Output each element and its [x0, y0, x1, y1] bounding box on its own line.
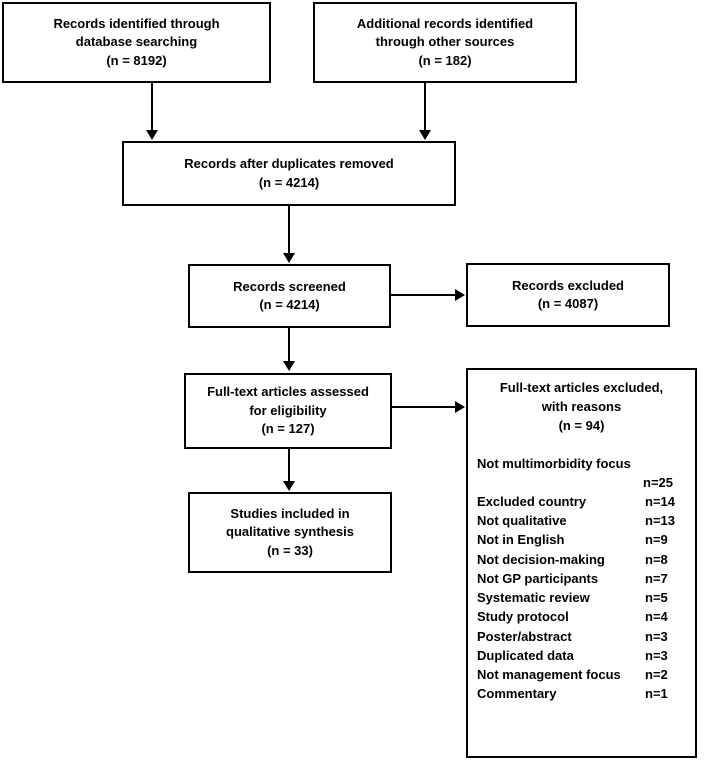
connector-fulltext-to-included [288, 449, 290, 482]
node-additional-records-other-sources: Additional records identified through ot… [313, 2, 577, 83]
node-line: through other sources [375, 34, 515, 50]
arrowhead-fulltext-to-included [283, 481, 295, 491]
exclusion-reason-count: n=1 [645, 686, 668, 702]
node-studies-included-qualitative-synthesis: Studies included in qualitative synthesi… [188, 492, 392, 573]
node-line: Records after duplicates removed [184, 156, 394, 172]
connector-db-to-duplicates [151, 83, 153, 131]
arrowhead-db-to-duplicates [146, 130, 158, 140]
exclusion-reason-count: n=3 [645, 628, 668, 644]
arrowhead-screened-to-fulltext [283, 361, 295, 371]
arrowhead-screened-to-excluded [455, 289, 465, 301]
node-line: with reasons [541, 398, 622, 414]
exclusion-reason-label: Not multimorbidity focus [477, 455, 631, 471]
exclusion-reason-label: Not GP participants [477, 570, 599, 586]
exclusion-reason-label: Not qualitative [477, 513, 567, 529]
exclusion-reason-count: n=8 [645, 551, 668, 567]
node-count: (n = 33) [267, 542, 313, 558]
node-line: database searching [75, 34, 198, 50]
node-fulltext-articles-excluded-with-reasons: Full-text articles excluded, with reason… [466, 368, 697, 758]
exclusion-reason-count: n=2 [645, 667, 668, 683]
connector-screened-to-excluded [391, 294, 456, 296]
exclusion-reason-count: n=14 [645, 494, 675, 509]
node-line: Studies included in [230, 505, 350, 521]
node-line: Records identified through [53, 15, 220, 31]
exclusion-reason-row: Commentary n=1 [477, 684, 689, 703]
exclusion-reason-row: Not multimorbidity focus n=25 [477, 454, 689, 492]
exclusion-reason-label: Not management focus [477, 667, 621, 683]
exclusion-reason-row: Not decision-making n=8 [477, 550, 689, 569]
exclusion-reason-label: Duplicated data [477, 647, 574, 663]
exclusion-reason-row: Duplicated data n=3 [477, 646, 689, 665]
arrowhead-fulltext-to-reasons [455, 401, 465, 413]
node-count: (n = 4214) [259, 297, 320, 312]
node-line: qualitative synthesis [226, 524, 354, 540]
exclusion-reason-count: n=5 [645, 590, 668, 606]
exclusion-reason-row: Study protocol n=4 [477, 607, 689, 626]
exclusion-reason-count: n=25 [643, 474, 673, 490]
exclusion-reason-label: Study protocol [477, 609, 569, 625]
exclusion-reason-count: n=4 [645, 609, 668, 625]
node-count: (n = 4214) [258, 174, 320, 190]
node-line: Additional records identified [356, 15, 534, 31]
node-line: for eligibility [249, 402, 327, 418]
exclusion-reason-row: Not GP participants n=7 [477, 569, 689, 588]
exclusion-reason-label: Systematic review [477, 590, 590, 606]
node-records-identified-database: Records identified through database sear… [2, 2, 271, 83]
node-line: Records screened [233, 278, 346, 294]
exclusion-reason-label: Commentary [477, 686, 557, 702]
node-records-after-duplicates-removed: Records after duplicates removed (n = 42… [122, 141, 456, 206]
connector-fulltext-to-reasons [392, 406, 456, 408]
connector-other-to-duplicates [424, 83, 426, 131]
exclusion-reason-label: Poster/abstract [477, 628, 572, 644]
exclusion-reason-count: n=3 [645, 647, 668, 663]
connector-duplicates-to-screened [288, 206, 290, 254]
node-line: Full-text articles excluded, [499, 380, 664, 395]
exclusion-reason-count: n=7 [645, 570, 668, 586]
connector-screened-to-fulltext [288, 328, 290, 362]
arrowhead-other-to-duplicates [419, 130, 431, 140]
exclusion-reason-row: Poster/abstract n=3 [477, 627, 689, 646]
node-fulltext-articles-assessed: Full-text articles assessed for eligibil… [184, 373, 392, 449]
exclusion-reason-count: n=13 [645, 513, 675, 529]
node-count: (n = 8192) [106, 52, 167, 68]
node-count: (n = 94) [558, 417, 605, 433]
exclusion-reason-count: n=9 [645, 532, 668, 548]
node-line: Full-text articles assessed [207, 384, 369, 400]
node-records-screened: Records screened (n = 4214) [188, 264, 391, 328]
exclusion-reason-row: Systematic review n=5 [477, 588, 689, 607]
exclusion-reason-row: Not in English n=9 [477, 530, 689, 549]
exclusion-reason-label: Excluded country [477, 494, 587, 509]
exclusion-reason-row: Not management focus n=2 [477, 665, 689, 684]
node-count: (n = 4087) [537, 296, 599, 311]
exclusion-reason-row: Excluded country n=14 [477, 492, 689, 511]
arrowhead-duplicates-to-screened [283, 253, 295, 263]
node-records-excluded: Records excluded (n = 4087) [466, 263, 670, 327]
reasons-panel-header: Full-text articles excluded, with reason… [468, 370, 695, 436]
node-count: (n = 127) [261, 421, 315, 437]
exclusion-reason-label: Not decision-making [477, 551, 605, 567]
node-line: Records excluded [512, 277, 624, 293]
exclusion-reason-row: Not qualitative n=13 [477, 511, 689, 530]
node-count: (n = 182) [418, 52, 472, 68]
exclusion-reason-label: Not in English [477, 532, 565, 548]
